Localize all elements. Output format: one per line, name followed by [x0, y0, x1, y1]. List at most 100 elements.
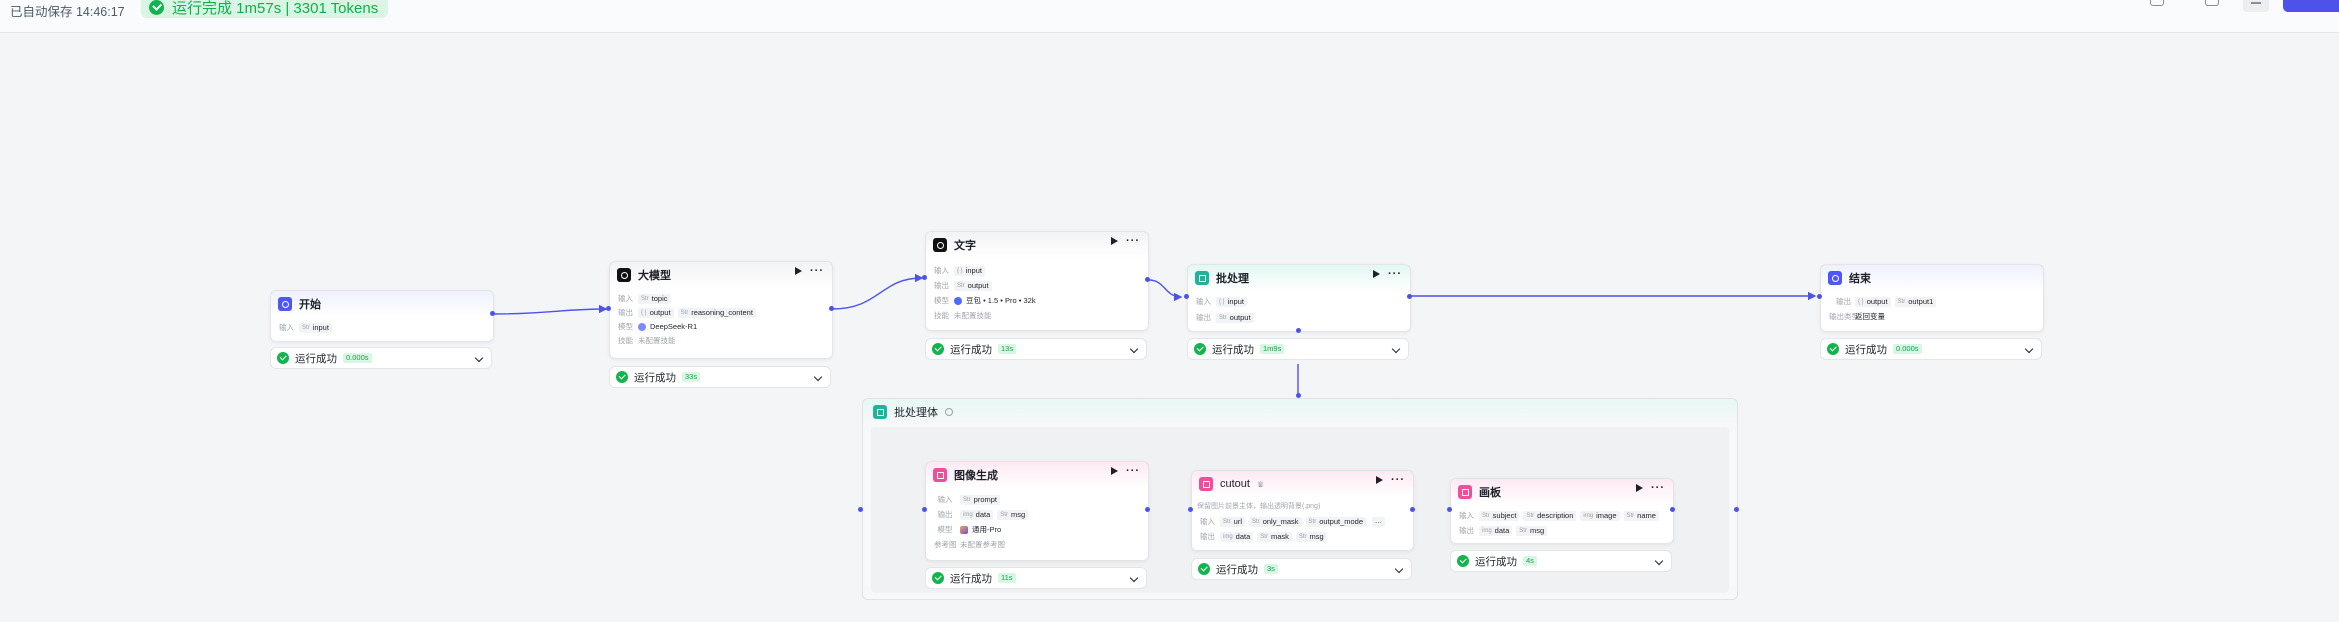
edge-llm-text [831, 273, 924, 310]
chevron-down-icon[interactable] [1654, 556, 1664, 566]
output-port[interactable] [1145, 277, 1150, 282]
input-port[interactable] [1447, 507, 1452, 512]
run-status-badge[interactable]: 运行完成 1m57s | 3301 Tokens [141, 0, 389, 18]
toolbar-menu-button[interactable] [2243, 0, 2269, 12]
input-port[interactable] [1184, 294, 1189, 299]
batch-run-status[interactable]: 运行成功 1m9s [1187, 338, 1409, 360]
output-port[interactable] [490, 311, 495, 316]
end-node-icon [1828, 271, 1842, 285]
chevron-down-icon[interactable] [1129, 344, 1139, 354]
duration-badge: 11s [998, 573, 1016, 583]
input-port[interactable] [1817, 294, 1822, 299]
llm-run-status[interactable]: 运行成功 33s [609, 366, 831, 388]
output-port[interactable] [1407, 294, 1412, 299]
duration-badge: 13s [998, 344, 1017, 354]
success-check-icon [616, 371, 628, 383]
model-name: 豆包 • 1.5 • Pro • 32k [966, 296, 1036, 305]
row-label: 输入 [1200, 517, 1215, 526]
input-port[interactable] [922, 275, 927, 280]
more-icon[interactable]: ··· [1126, 235, 1140, 247]
run-node-icon[interactable] [1111, 467, 1118, 475]
edge-text-batch [1148, 279, 1183, 302]
batch-body-right-port[interactable] [1734, 507, 1739, 512]
var-tag: { }output [1855, 296, 1891, 307]
run-node-icon[interactable] [1111, 237, 1118, 245]
duration-badge: 0.000s [343, 353, 372, 363]
row-label: 技能 [618, 336, 633, 345]
text-run-status[interactable]: 运行成功 13s [925, 338, 1147, 360]
output-type-value: 返回变量 [1855, 312, 1885, 321]
canvas-run-status[interactable]: 运行成功 4s [1450, 550, 1672, 572]
row-label: 输出 [937, 510, 953, 519]
chevron-down-icon[interactable] [474, 353, 484, 363]
more-icon[interactable]: ··· [1126, 465, 1140, 477]
row-label: 输入 [618, 294, 633, 303]
batch-body-port[interactable] [1296, 328, 1301, 333]
more-inputs[interactable]: ... [1372, 516, 1385, 527]
input-port[interactable] [922, 507, 927, 512]
chevron-down-icon[interactable] [1391, 344, 1401, 354]
more-icon[interactable]: ··· [1391, 474, 1405, 486]
success-check-icon [1827, 343, 1839, 355]
image-model-icon [960, 525, 968, 534]
output-port[interactable] [1410, 507, 1415, 512]
duration-badge: 1m9s [1260, 344, 1285, 354]
text-node-icon [933, 238, 947, 252]
var-tag: { }output [638, 307, 674, 318]
more-icon[interactable]: ··· [810, 265, 824, 277]
output-port[interactable] [829, 306, 834, 311]
node-title: 批处理体 [894, 407, 938, 419]
input-port[interactable] [606, 306, 611, 311]
run-node-icon[interactable] [1373, 270, 1380, 278]
batch-body-port[interactable] [1296, 393, 1301, 398]
success-check-icon [277, 352, 289, 364]
batch-body-left-port[interactable] [858, 507, 863, 512]
chevron-down-icon[interactable] [1129, 573, 1139, 583]
node-title: 画板 [1479, 487, 1501, 499]
cutout-run-status[interactable]: 运行成功 3s [1191, 558, 1412, 580]
chevron-down-icon[interactable] [813, 372, 823, 382]
input-port[interactable] [1188, 507, 1193, 512]
end-run-status[interactable]: 运行成功 0.000s [1820, 338, 2042, 360]
toolbar-icon-2[interactable] [2205, 0, 2219, 6]
model-name: DeepSeek-R1 [650, 322, 698, 331]
more-icon[interactable]: ··· [1388, 268, 1402, 280]
start-run-status[interactable]: 运行成功 0.000s [270, 347, 492, 369]
info-icon[interactable] [945, 408, 953, 416]
run-node-icon[interactable] [795, 267, 802, 275]
output-port[interactable] [1145, 507, 1150, 512]
llm-node-icon [617, 268, 631, 282]
node-description: 保留图片前景主体，输出透明背景(.png) [1197, 503, 1321, 510]
chevron-down-icon[interactable] [2024, 344, 2034, 354]
more-icon[interactable]: ··· [1651, 482, 1665, 494]
duration-badge: 0.000s [1893, 344, 1922, 354]
output-port[interactable] [1670, 507, 1675, 512]
image-gen-run-status[interactable]: 运行成功 11s [925, 567, 1147, 589]
batch-node-icon [1195, 271, 1209, 285]
deepseek-model-icon [638, 322, 646, 331]
publish-button[interactable] [2283, 0, 2339, 12]
success-check-icon [932, 572, 944, 584]
skill-value: 未配置技能 [638, 336, 676, 345]
toolbar-icon-1[interactable] [2150, 0, 2164, 6]
chevron-down-icon[interactable] [1394, 564, 1404, 574]
run-node-icon[interactable] [1636, 484, 1643, 492]
run-node-icon[interactable] [1376, 476, 1383, 484]
status-text: 运行成功 [950, 343, 992, 356]
canvas-node-icon [1458, 485, 1472, 499]
